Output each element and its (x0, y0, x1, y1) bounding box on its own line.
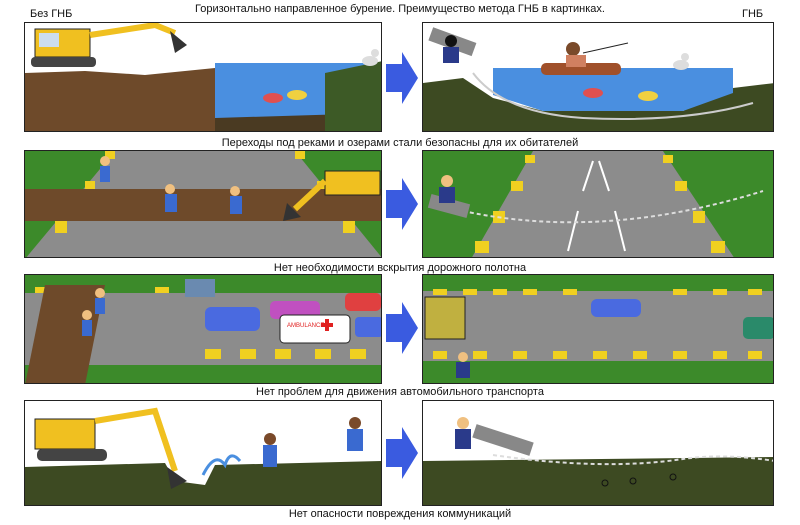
lake-water (493, 68, 733, 111)
ambulance-icon: AMBULANCE (279, 314, 351, 344)
row-1-caption: Переходы под реками и озерами стали безо… (221, 137, 579, 149)
drilling-rig-icon (428, 27, 477, 63)
excavator-icon (31, 23, 187, 67)
panel-road-without (24, 150, 382, 258)
trench (25, 285, 105, 383)
panel-river-with (422, 22, 774, 132)
pipe-icon (601, 473, 677, 487)
ambulance-sign: AMBULANCE (287, 323, 324, 329)
panel-road-with (422, 150, 774, 258)
panel-utilities-with (422, 400, 774, 506)
duck-icon (362, 49, 379, 66)
drilling-rig-icon (427, 175, 471, 218)
arrow-right-icon (384, 300, 420, 361)
worker-icon (82, 288, 105, 336)
arrow-right-icon (384, 176, 420, 237)
panel-utilities-without (24, 400, 382, 506)
without-hdd-label: Без ГНБ (30, 8, 73, 20)
page-title: Горизонтально направленное бурение. Преи… (195, 3, 605, 15)
worker-icon (100, 156, 242, 214)
row-2-caption: Нет необходимости вскрытия дорожного пол… (273, 262, 527, 274)
drilling-rig-icon (455, 417, 534, 456)
panel-traffic-with (422, 274, 774, 384)
fisherman-icon (541, 42, 629, 75)
worker-icon (263, 417, 363, 467)
arrow-right-icon (384, 50, 420, 111)
drill-path (492, 454, 773, 466)
duck-icon (673, 53, 689, 70)
row-4-caption: Нет опасности повреждения коммуникаций (288, 508, 512, 520)
excavator-icon (34, 407, 187, 489)
drilling-rig-icon (424, 296, 470, 378)
fish-icon (583, 88, 658, 101)
car-icon (591, 299, 773, 339)
water-burst-icon (201, 454, 242, 476)
with-hdd-label: ГНБ (742, 8, 764, 20)
drill-path (472, 72, 754, 120)
fish-icon (263, 90, 307, 103)
drill-path (462, 190, 764, 224)
arrow-right-icon (384, 425, 420, 486)
row-3-caption: Нет проблем для движения автомобильного … (256, 386, 544, 398)
panel-river-without (24, 22, 382, 132)
road (472, 151, 734, 257)
excavator-icon (283, 170, 381, 221)
panel-traffic-without: AMBULANCE (24, 274, 382, 384)
